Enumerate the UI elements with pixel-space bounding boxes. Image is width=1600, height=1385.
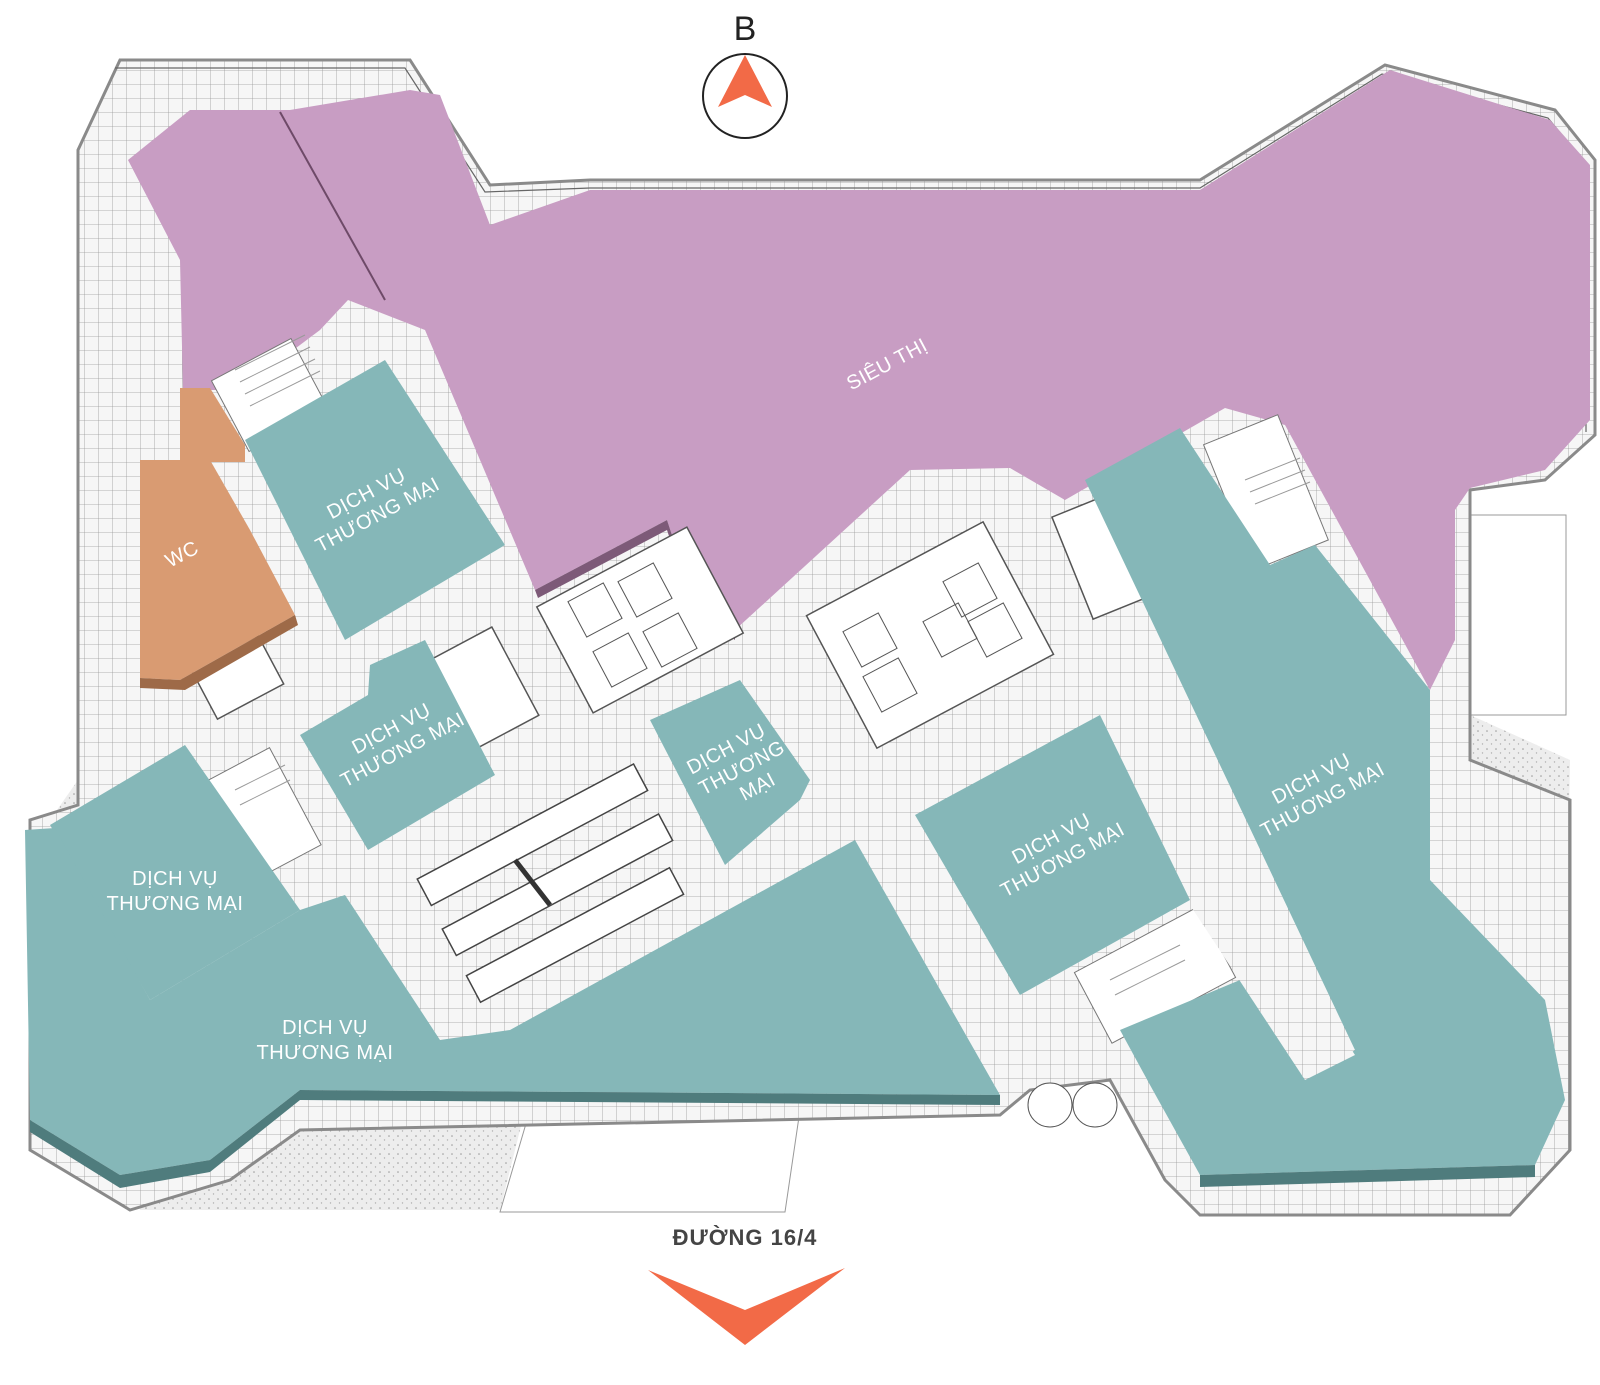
corridor-east <box>1190 880 1355 1080</box>
zone-commercial-2 <box>300 640 495 850</box>
zone-commercial-7 <box>25 828 1000 1175</box>
parking-bay-right <box>1465 514 1567 716</box>
zone-wc <box>140 460 295 680</box>
north-arrow-icon <box>718 55 772 107</box>
zone-commercial-4 <box>915 715 1190 995</box>
entrance-chevron-icon <box>648 1268 845 1345</box>
supermarket-partition <box>279 111 386 301</box>
elevator-core-center-right <box>805 520 1055 750</box>
label-commercial-7: DỊCH VỤ THƯƠNG MẠI <box>256 1017 393 1064</box>
supermarket-shadow <box>535 520 735 640</box>
street-label: ĐƯỜNG 16/4 <box>673 1225 818 1250</box>
wc-shadow <box>140 615 298 690</box>
svg-text:DỊCH VỤ: DỊCH VỤ <box>132 868 218 890</box>
elevator-core-center-left <box>535 526 745 714</box>
zone-commercial-3 <box>650 680 810 865</box>
escalators <box>416 762 685 1004</box>
north-compass: B <box>702 10 788 139</box>
core-southwest <box>198 746 322 884</box>
zone-commercial-1 <box>245 360 505 640</box>
commercial-shadow-right <box>1200 1165 1535 1187</box>
zone-commercial-6 <box>50 745 300 1000</box>
zone-supermarket <box>128 70 1590 690</box>
entrance-vestibule <box>1027 1082 1118 1128</box>
label-commercial-6: DỊCH VỤ THƯƠNG MẠI <box>106 868 243 915</box>
zone-commercial-5 <box>1085 428 1565 1175</box>
wc-annex <box>180 388 245 462</box>
svg-text:THƯƠNG MẠI: THƯƠNG MẠI <box>256 1042 393 1064</box>
commercial-shadow-bottom <box>30 1090 1000 1188</box>
svg-text:THƯƠNG MẠI: THƯƠNG MẠI <box>106 893 243 915</box>
svg-text:DỊCH VỤ: DỊCH VỤ <box>282 1017 368 1039</box>
compass-letter: B <box>734 10 757 48</box>
compass-circle <box>702 53 788 139</box>
